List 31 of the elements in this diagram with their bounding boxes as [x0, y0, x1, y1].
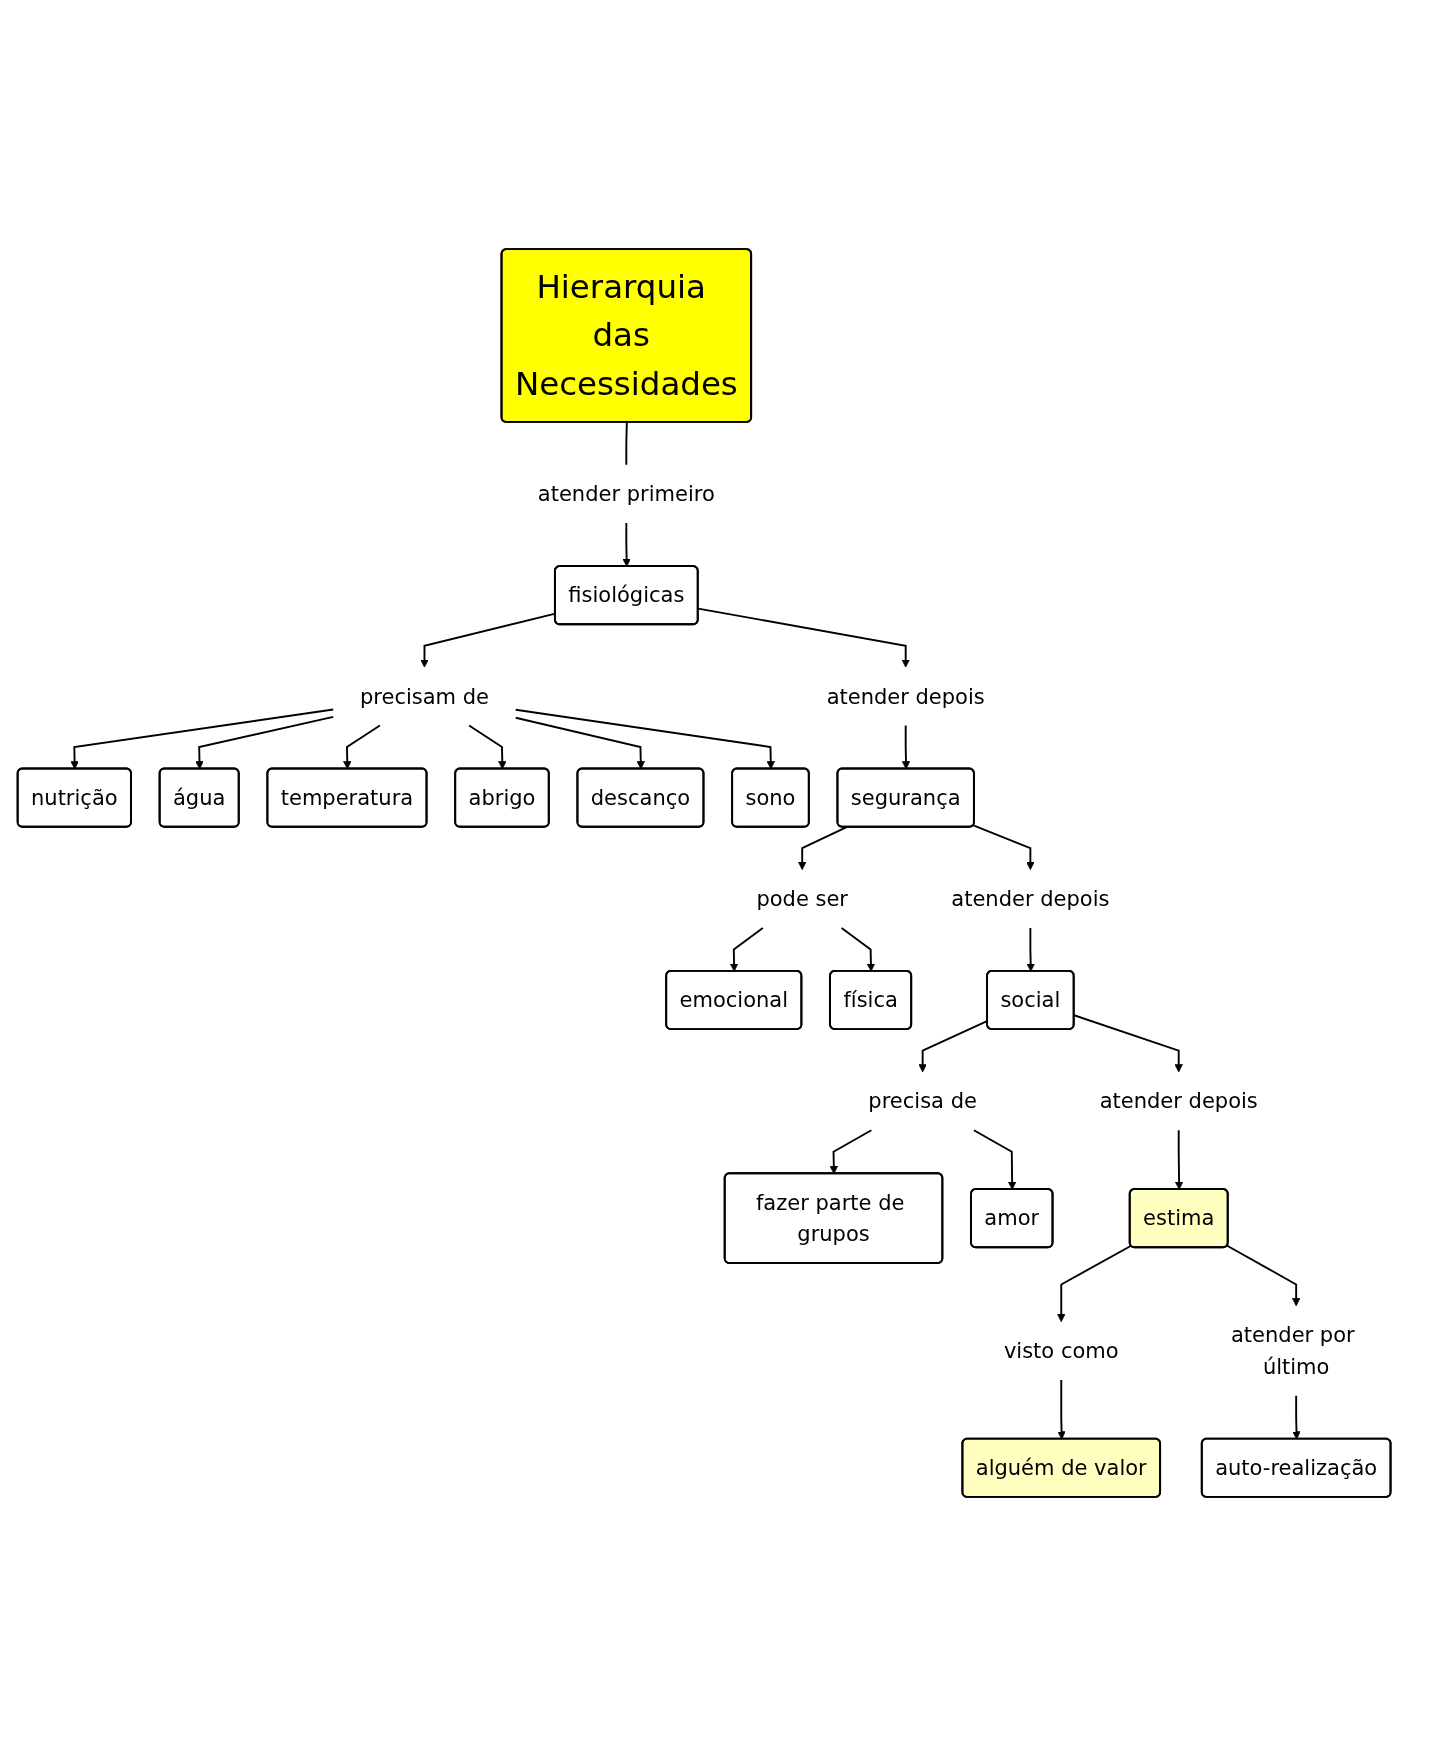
arrow: [343, 724, 381, 770]
arrow: [729, 926, 764, 972]
arrow: [798, 826, 848, 871]
arrow: [829, 1129, 873, 1175]
arrow: [514, 708, 775, 770]
node-text: precisam de: [359, 684, 489, 709]
connector: [625, 421, 628, 466]
node-text: precisa de: [868, 1089, 977, 1114]
arrow: [468, 724, 507, 770]
arrow: [1292, 1394, 1301, 1440]
node-text: atender depois: [826, 684, 985, 709]
node-text: atender primeiro: [537, 482, 715, 506]
arrow: [1026, 926, 1035, 972]
arrow: [622, 522, 631, 567]
node-text: atender depois: [951, 886, 1110, 911]
arrow: [972, 824, 1035, 871]
node-text: visto como: [1003, 1338, 1119, 1363]
arrow: [840, 926, 876, 972]
arrow: [514, 716, 645, 770]
node-text: pode ser: [756, 886, 849, 911]
arrow: [1226, 1244, 1301, 1307]
arrow: [901, 724, 911, 770]
arrow: [973, 1129, 1017, 1190]
node-text: atender depois: [1099, 1089, 1258, 1114]
node-text: atender por último: [1230, 1323, 1355, 1379]
arrow: [697, 607, 910, 668]
arrow: [70, 708, 335, 770]
arrow: [1073, 1014, 1183, 1073]
arrow: [1057, 1379, 1066, 1440]
arrow: [195, 715, 335, 770]
arrow: [1174, 1129, 1184, 1190]
